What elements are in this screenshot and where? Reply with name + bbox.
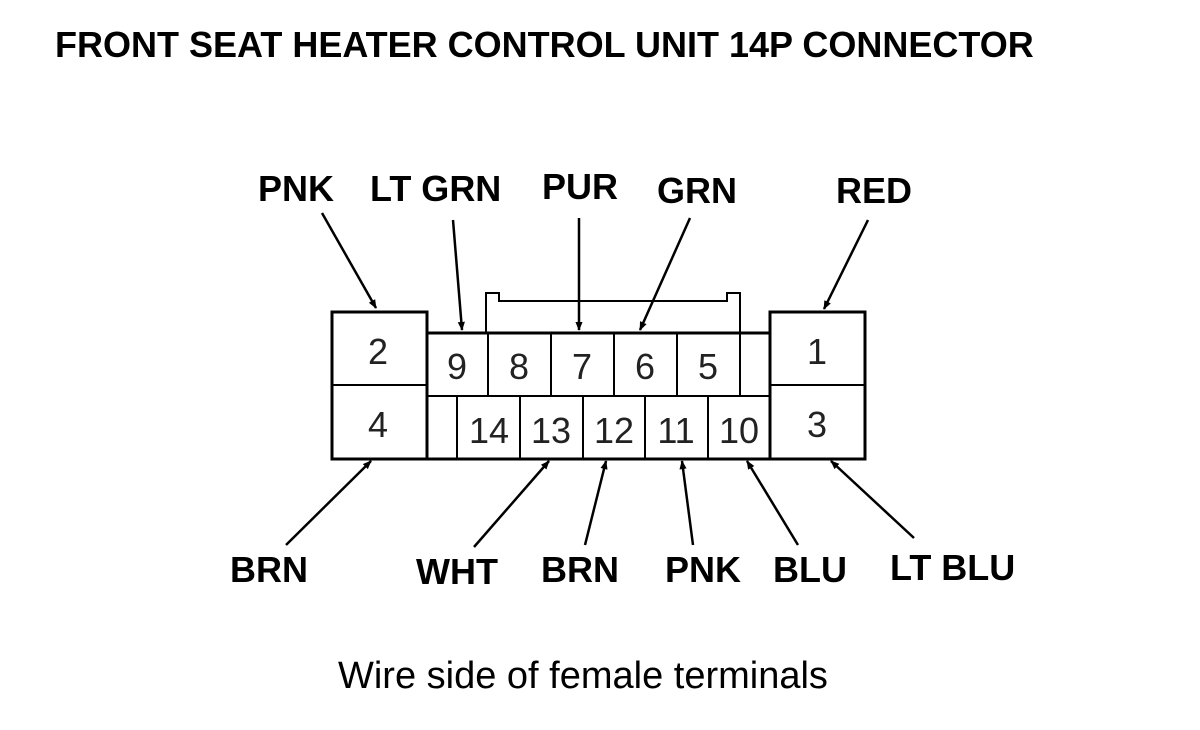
arrow-pin12 (583, 460, 608, 546)
diagram-caption: Wire side of female terminals (338, 655, 828, 697)
pin-14: 14 (469, 410, 509, 451)
arrow-pin2 (320, 212, 378, 309)
wire-label-pin12: BRN (541, 549, 619, 590)
wire-label-pin2: PNK (258, 168, 334, 209)
pin-2: 2 (368, 331, 388, 372)
pin-6: 6 (635, 346, 655, 387)
wire-label-pin6: GRN (657, 170, 737, 211)
wire-label-pin1: RED (836, 170, 912, 211)
pin-11: 11 (657, 410, 694, 451)
wire-label-pin9: LT GRN (370, 168, 501, 209)
wire-label-pin10: BLU (773, 549, 847, 590)
arrow-pin9 (451, 219, 465, 331)
arrow-pin4 (285, 460, 372, 546)
wire-label-pin3: LT BLU (890, 547, 1015, 588)
pin-3: 3 (807, 404, 827, 445)
arrow-pin11 (679, 460, 695, 546)
pin-8: 8 (509, 346, 529, 387)
pin-9: 9 (447, 346, 467, 387)
wire-label-pin7: PUR (542, 166, 618, 207)
pin-7: 7 (572, 346, 592, 387)
bottom-wire-labels: BRN WHT BRN PNK BLU LT BLU (230, 547, 1015, 592)
arrow-pin1 (822, 219, 870, 310)
arrow-pin3 (830, 460, 915, 539)
bottom-leader-arrows (285, 460, 915, 548)
top-wire-labels: PNK LT GRN PUR GRN RED (258, 166, 912, 211)
diagram-title: FRONT SEAT HEATER CONTROL UNIT 14P CONNE… (55, 24, 1034, 65)
arrow-pin13 (473, 460, 550, 548)
pin-12: 12 (594, 410, 634, 451)
pin-5: 5 (698, 346, 718, 387)
pin-10: 10 (719, 410, 759, 451)
wire-label-pin13: WHT (416, 551, 498, 592)
pin-13: 13 (531, 410, 571, 451)
connector-body (330, 292, 867, 461)
wire-label-pin11: PNK (665, 549, 741, 590)
top-leader-arrows (320, 212, 870, 331)
arrow-pin10 (745, 460, 800, 546)
pin-1: 1 (807, 331, 827, 372)
pin-4: 4 (368, 404, 388, 445)
wire-label-pin4: BRN (230, 549, 308, 590)
arrow-pin6 (638, 217, 692, 331)
pin-numbers: 2 4 1 3 9 8 7 6 5 14 13 12 11 10 (368, 331, 827, 451)
